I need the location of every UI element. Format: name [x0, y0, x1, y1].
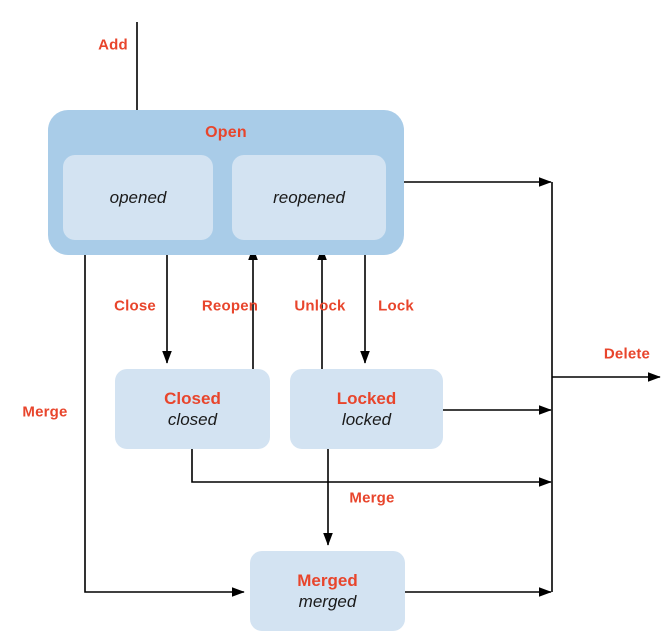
edge-label-lock: Lock	[378, 297, 414, 315]
state-opened[interactable]: opened	[63, 155, 213, 240]
state-reopened-label: reopened	[273, 187, 345, 207]
edge-label-unlock: Unlock	[294, 297, 346, 315]
edge-label-merge-left: Merge	[22, 403, 68, 421]
state-locked-title: Locked	[336, 389, 397, 408]
state-locked-subtitle: locked	[341, 410, 392, 429]
state-opened-label: opened	[109, 187, 167, 207]
edge-label-delete: Delete	[603, 345, 651, 363]
state-merged-subtitle: merged	[298, 592, 357, 611]
state-closed[interactable]: Closed closed	[115, 369, 270, 449]
group-open-title: Open	[205, 124, 247, 141]
edge-label-add: Add	[98, 36, 128, 54]
edge-label-merge-center: Merge	[349, 489, 395, 507]
edge-label-reopen: Reopen	[201, 297, 259, 315]
state-merged[interactable]: Merged merged	[250, 551, 405, 631]
edge-closed-to-rail	[191, 449, 552, 487]
edge-merge-left	[84, 255, 245, 597]
state-reopened[interactable]: reopened	[232, 155, 386, 240]
state-locked[interactable]: Locked locked	[290, 369, 443, 449]
state-merged-title: Merged	[297, 571, 358, 590]
state-closed-subtitle: closed	[167, 410, 218, 429]
edge-label-close: Close	[114, 297, 156, 315]
state-closed-title: Closed	[164, 389, 221, 408]
